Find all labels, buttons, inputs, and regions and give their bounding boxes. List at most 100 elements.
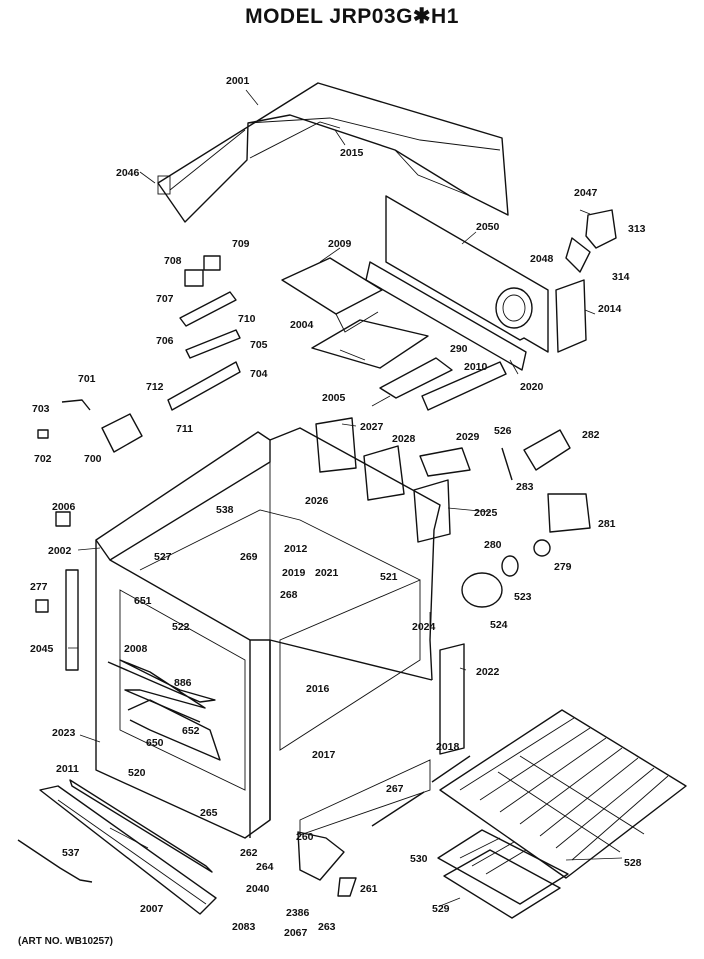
- part-label: 2022: [476, 666, 500, 678]
- part-label: 524: [490, 619, 508, 631]
- box-281: [547, 493, 591, 533]
- part-label: 279: [554, 561, 572, 573]
- part-label: 651: [134, 595, 152, 607]
- part-label: 700: [84, 453, 102, 465]
- part-label: 520: [128, 767, 146, 779]
- part-label: 537: [62, 847, 80, 859]
- part-label: 530: [410, 853, 428, 865]
- part-label: 2048: [530, 253, 554, 265]
- part-label: 703: [32, 403, 50, 415]
- control-parts: [37, 255, 241, 453]
- part-label: 521: [380, 571, 398, 583]
- part-label: 2001: [226, 75, 250, 87]
- part-label: 522: [172, 621, 190, 633]
- part-label: 262: [240, 847, 258, 859]
- part-label: 712: [146, 381, 164, 393]
- part-label: 886: [174, 677, 192, 689]
- lamp-280: [501, 555, 519, 577]
- pin-526: [501, 447, 513, 481]
- part-label: 263: [318, 921, 336, 933]
- part-label: 280: [484, 539, 502, 551]
- channel-2010: [421, 361, 507, 411]
- part-label: 281: [598, 518, 616, 530]
- part-label: 283: [516, 481, 534, 493]
- part-label: 2024: [412, 621, 436, 633]
- part-label: 2019: [282, 567, 306, 579]
- diagram-title: MODEL JRP03G✱H1: [245, 5, 459, 28]
- part-label: 2002: [48, 545, 72, 557]
- part-label: 705: [250, 339, 268, 351]
- part-label: 264: [256, 861, 274, 873]
- part-label: 261: [360, 883, 378, 895]
- hinge-261: [337, 877, 357, 897]
- part-label: 2046: [116, 167, 140, 179]
- part-label: 267: [386, 783, 404, 795]
- part-label: 314: [612, 271, 630, 283]
- socket-279: [533, 539, 551, 557]
- part-label: 526: [494, 425, 512, 437]
- part-label: 652: [182, 725, 200, 737]
- part-label: 2028: [392, 433, 416, 445]
- part-label: 528: [624, 857, 642, 869]
- channel-2005: [379, 357, 453, 399]
- part-label: 282: [582, 429, 600, 441]
- part-label: 2040: [246, 883, 270, 895]
- rod-267: [371, 791, 425, 827]
- trim-2011: [69, 779, 213, 873]
- part-label: 2010: [464, 361, 488, 373]
- part-label: 313: [628, 223, 646, 235]
- oven-rack-528: [439, 709, 687, 879]
- switch-282: [523, 429, 571, 471]
- part-label: 2018: [436, 741, 460, 753]
- top-cover-part: [157, 82, 509, 223]
- part-label: 2015: [340, 147, 364, 159]
- part-label: 709: [232, 238, 250, 250]
- part-label: 2023: [52, 727, 76, 739]
- part-label: 2017: [312, 749, 336, 761]
- clip-277: [35, 599, 49, 613]
- hinge-260: [297, 831, 345, 881]
- part-label: 268: [280, 589, 298, 601]
- part-label: 2016: [306, 683, 330, 695]
- part-label: 2021: [315, 567, 339, 579]
- part-label: 2005: [322, 392, 346, 404]
- fan-assembly: [565, 209, 617, 273]
- rear-panel-part: [385, 195, 549, 353]
- part-label: 2047: [574, 187, 598, 199]
- part-label: 2020: [520, 381, 544, 393]
- part-label: 269: [240, 551, 258, 563]
- cord-537: [17, 839, 93, 883]
- part-label: 711: [176, 423, 193, 435]
- bake-element: [107, 659, 216, 723]
- cover-523: [461, 572, 503, 608]
- part-label: 529: [432, 903, 450, 915]
- art-number: (ART NO. WB10257): [18, 936, 114, 947]
- heat-shield-part: [281, 257, 429, 369]
- bracket-2029: [419, 447, 471, 477]
- rail-2020: [365, 261, 527, 371]
- broil-element: [127, 699, 221, 761]
- part-label: 706: [156, 335, 174, 347]
- part-label: 2014: [598, 303, 622, 315]
- trim-2045: [65, 569, 79, 671]
- part-label: 708: [164, 255, 182, 267]
- part-label: 702: [34, 453, 52, 465]
- leader-lines: [68, 89, 623, 907]
- part-label: 2008: [124, 643, 148, 655]
- part-label: 2386: [286, 907, 310, 919]
- part-label: 2027: [360, 421, 384, 433]
- part-label: 527: [154, 551, 172, 563]
- part-label: 523: [514, 591, 532, 603]
- clip-2006: [55, 511, 71, 527]
- part-label: 2006: [52, 501, 76, 513]
- part-label: 260: [296, 831, 314, 843]
- part-label: 2026: [305, 495, 329, 507]
- bracket-2027: [315, 417, 357, 473]
- bracket-2028: [363, 445, 405, 501]
- part-labels: 2001 2015 2046 2047 313 2048 314 2050 20…: [30, 75, 646, 939]
- part-label: 277: [30, 581, 48, 593]
- part-label: 290: [450, 343, 468, 355]
- part-label: 2011: [56, 763, 79, 775]
- drawer-front-2007: [39, 785, 217, 915]
- part-label: 650: [146, 737, 164, 749]
